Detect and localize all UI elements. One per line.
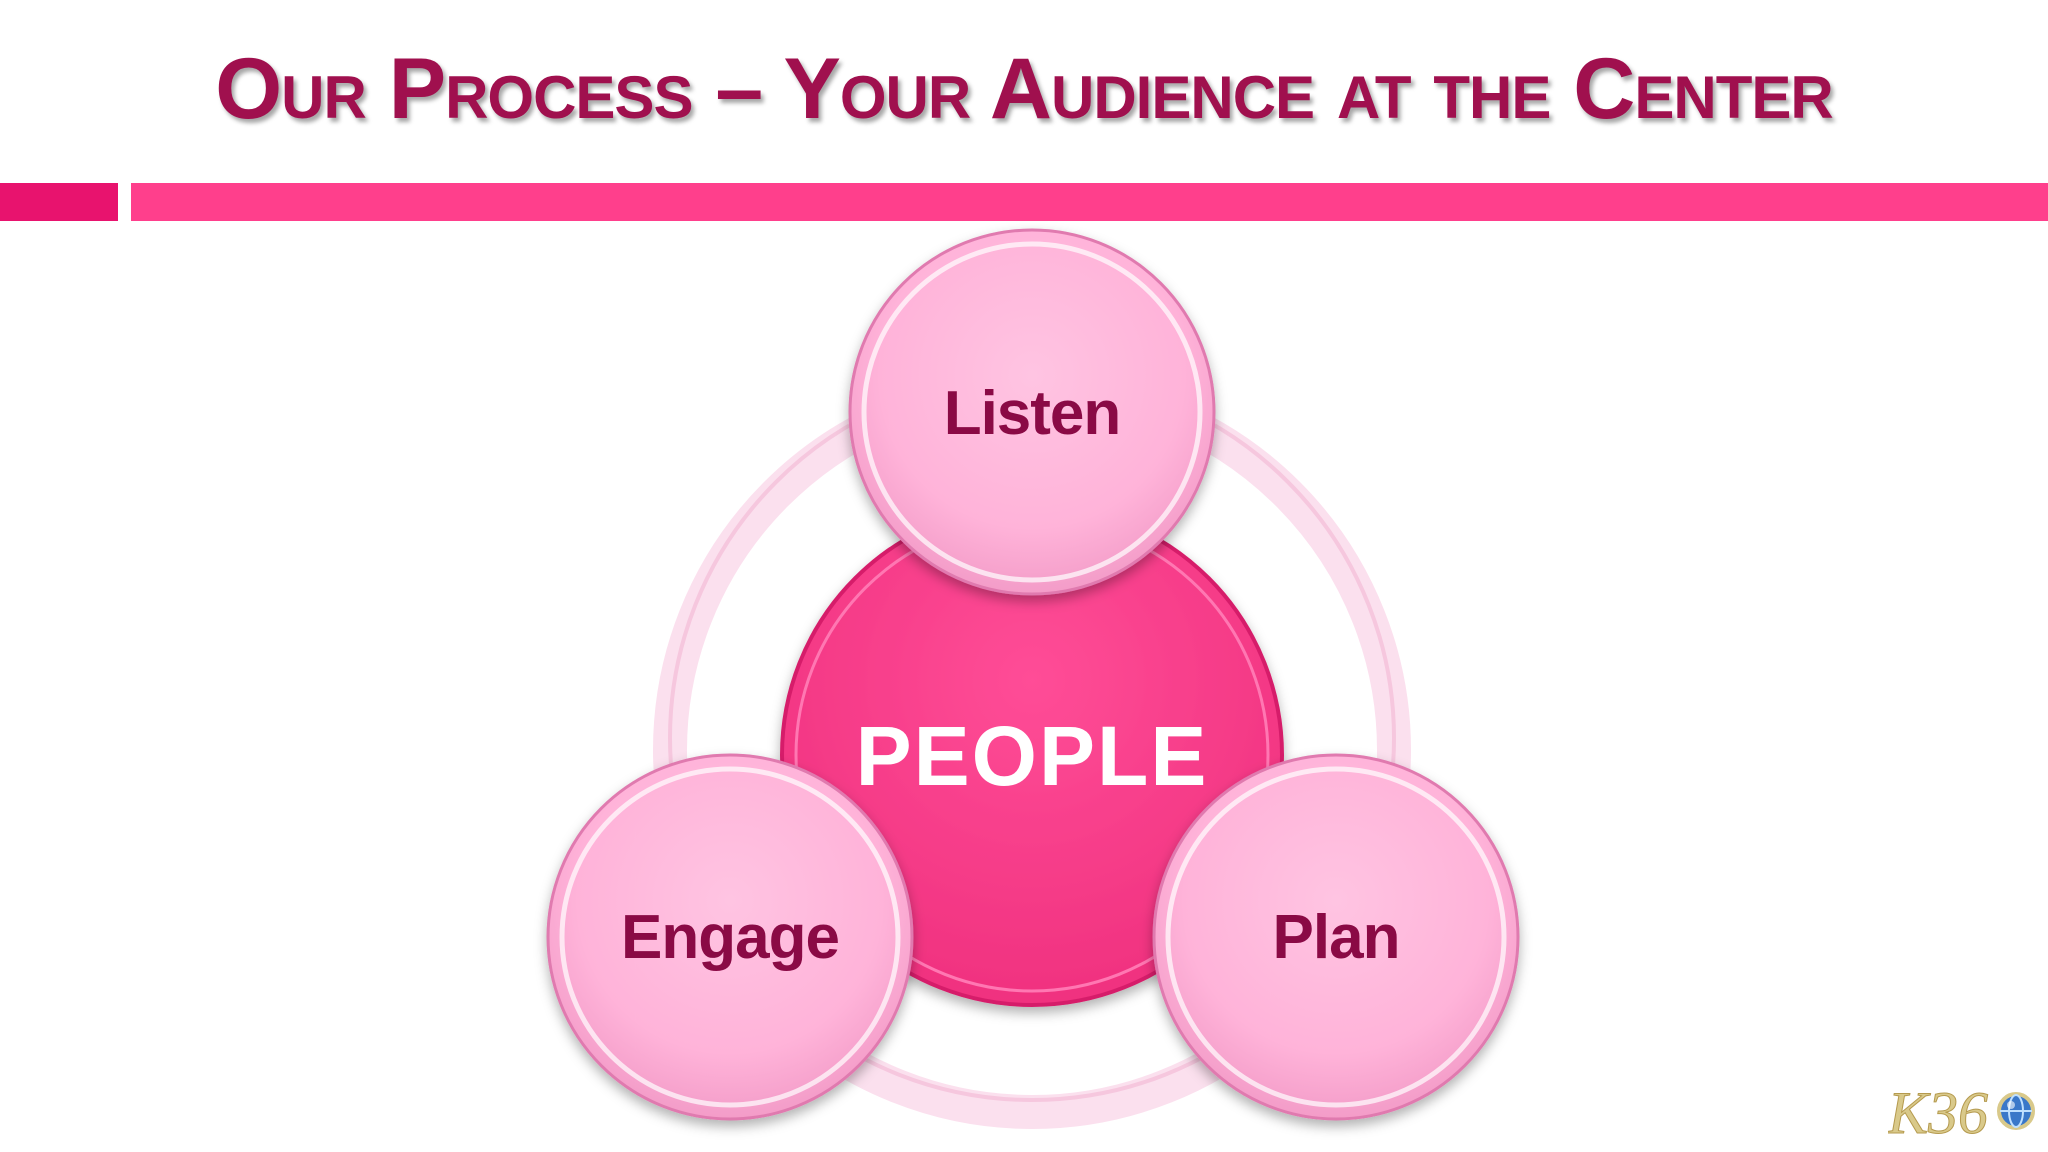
accent-bar-left bbox=[0, 183, 118, 221]
center-label: PEOPLE bbox=[856, 709, 1209, 803]
node-top bbox=[848, 228, 1216, 596]
slide-title: Our Process – Your Audience at the Cente… bbox=[215, 41, 1833, 137]
node-label-top: Listen bbox=[944, 379, 1121, 448]
node-label-right: Plan bbox=[1273, 903, 1400, 972]
center-node bbox=[780, 503, 1284, 1007]
node-left bbox=[546, 753, 914, 1121]
logo-text: K36 bbox=[1888, 1080, 1988, 1145]
node-label-left: Engage bbox=[621, 903, 839, 972]
globe-icon bbox=[1997, 1092, 2035, 1130]
accent-bar-right bbox=[131, 183, 2048, 221]
node-right bbox=[1152, 753, 1520, 1121]
k360-logo: K36 bbox=[1888, 1080, 2035, 1145]
